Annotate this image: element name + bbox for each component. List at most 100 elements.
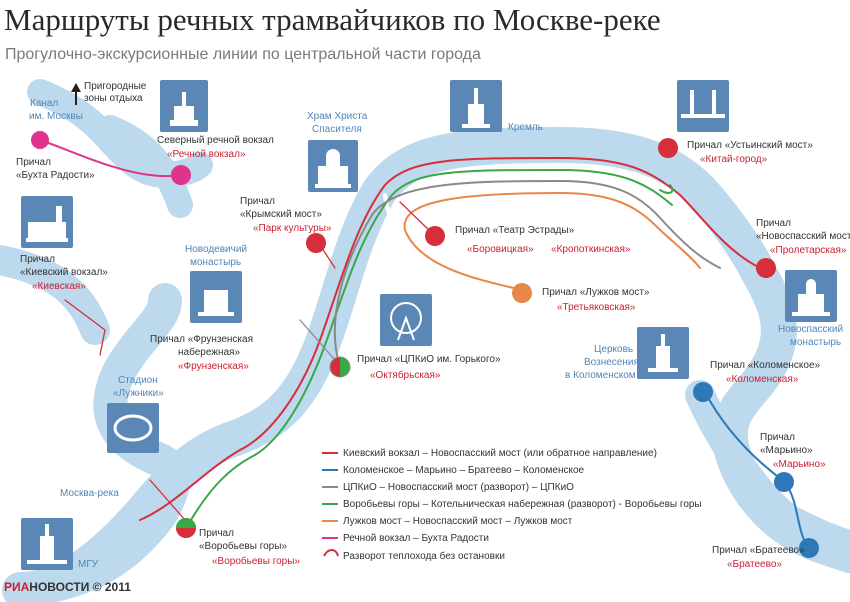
main-river (2, 127, 850, 602)
rechnoy-l1: Северный речной вокзал (157, 135, 274, 146)
tserkov-l3: в Коломенском (565, 370, 636, 381)
marino-l1: Причал (760, 432, 795, 443)
vorobyovy-l2: «Воробьевы горы» (199, 540, 287, 552)
kremlin-icon (450, 80, 502, 132)
luzhniki-l1: Стадион (118, 375, 158, 386)
kolomenskoe-l1: Причал «Коломенское» (710, 360, 821, 371)
pier-brateevo[interactable] (799, 538, 819, 558)
luzhniki-icon (107, 403, 159, 453)
landmark-labels: Храм Христа Спасителя Кремль Новодевичий… (78, 111, 843, 570)
landmark-icons (21, 80, 837, 570)
pier-ustinsky[interactable] (658, 138, 678, 158)
route-red (139, 157, 761, 521)
kievsky-metro: «Киевская» (32, 281, 86, 292)
tserkov-l1: Церковь (594, 344, 633, 355)
credit-year: © 2011 (92, 580, 131, 594)
page-subtitle: Прогулочно-экскурсионные линии по центра… (5, 46, 481, 63)
frunz-l2: набережная» (178, 346, 240, 358)
krymsky-l1: Причал (240, 196, 275, 207)
teatr-l1: Причал «Театр Эстрады» (455, 225, 575, 236)
pier-markers (31, 131, 819, 558)
brateevo-l1: Причал «Братеево» (712, 545, 805, 556)
credit: РИАНОВОСТИ © 2011 (4, 580, 131, 594)
pier-luzhkov[interactable] (512, 283, 532, 303)
luzhkov-metro: «Третьяковская» (557, 302, 636, 313)
tskio-metro: «Октябрьская» (370, 369, 441, 381)
brateevo-metro: «Братеево» (727, 559, 782, 570)
marino-l2: «Марьино» (760, 445, 813, 456)
kreml-label: Кремль (508, 122, 543, 133)
kievsky-l2: «Киевский вокзал» (20, 267, 108, 278)
luzhniki-l2: «Лужники» (113, 388, 164, 399)
novospassky-l2: «Новоспасский мост» (756, 231, 850, 242)
canal-label-1: Канал (30, 98, 58, 109)
legend-item-4: Лужков мост – Новоспасский мост – Лужков… (343, 516, 573, 527)
tskio-l1: Причал «ЦПКиО им. Горького» (357, 354, 501, 365)
suburban-label-2: зоны отдыха (84, 93, 143, 104)
pier-rechnoy[interactable] (171, 165, 191, 185)
khram-icon (308, 140, 358, 192)
legend-item-5: Речной вокзал – Бухта Радости (343, 533, 489, 544)
legend-item-1: Коломенское – Марьино – Братеево – Колом… (343, 465, 585, 476)
pier-marino[interactable] (774, 472, 794, 492)
frunz-l1: Причал «Фрунзенская (150, 334, 253, 345)
ferris-wheel-icon (380, 294, 432, 346)
bukhta-l2: «Бухта Радости» (16, 170, 95, 181)
luzhkov-l1: Причал «Лужков мост» (542, 287, 650, 298)
luzhniki-loop (3, 283, 191, 602)
frunz-metro: «Фрунзенская» (178, 361, 249, 372)
vorobyovy-metro: «Воробьевы горы» (212, 555, 300, 567)
pier-krymsky[interactable] (306, 233, 326, 253)
teatr-metro: «Боровицкая» (467, 244, 534, 255)
legend: Киевский вокзал – Новоспасский мост (или… (322, 447, 702, 562)
krymsky-metro: «Парк культуры» (253, 223, 332, 234)
north-arrow-icon (71, 83, 81, 105)
legend-item-2: ЦПКиО – Новоспасский мост (разворот) – Ц… (343, 482, 574, 493)
leader-tskio (299, 319, 336, 361)
novospassky-metro: «Пролетарская» (770, 245, 847, 256)
legend-item-6: Разворот теплохода без остановки (343, 550, 505, 562)
page-title: Маршруты речных трамвайчиков по Москве-р… (4, 2, 661, 37)
credit-novosti: НОВОСТИ (29, 580, 90, 594)
khram-l1: Храм Христа (307, 111, 368, 122)
leader-kievsky (64, 299, 106, 356)
pier-novospassky[interactable] (756, 258, 776, 278)
tserkov-l2: Вознесения (584, 357, 639, 368)
krymsky-l2: «Крымский мост» (240, 209, 322, 220)
route-gray (333, 180, 721, 368)
canal-label-2: им. Москвы (29, 111, 83, 122)
novospassky-mon-l1: Новоспасский (778, 324, 843, 335)
teatr-metro2: «Кропоткинская» (551, 244, 631, 255)
novodevichy-l2: монастырь (190, 257, 241, 268)
leader-vorobyovy (149, 479, 186, 521)
novospassky-mon-l2: монастырь (790, 337, 841, 348)
turnaround-hook (659, 184, 674, 194)
suburban-label-1: Пригородные (84, 81, 147, 92)
inner-channel (383, 193, 692, 272)
pier-labels: Причал «Бухта Радости» Северный речной в… (16, 135, 850, 570)
pier-tskio[interactable] (329, 356, 351, 378)
pier-kolomenskoe[interactable] (693, 382, 713, 402)
marino-metro: «Марьино» (773, 459, 826, 470)
pier-vorobyovy[interactable] (176, 518, 196, 538)
mgu-label: МГУ (78, 559, 99, 570)
bukhta-l1: Причал (16, 157, 51, 168)
khram-l2: Спасителя (312, 124, 362, 135)
kievsky-l1: Причал (20, 254, 55, 265)
pier-bukhta[interactable] (31, 131, 49, 149)
ustinsky-metro: «Китай-город» (700, 154, 768, 165)
rechnoy-icon (160, 80, 208, 132)
kiev-station-icon (21, 196, 73, 248)
turnaround-icon (323, 549, 339, 557)
novodevichy-l1: Новодевичий (185, 244, 247, 255)
bottom-branch (685, 380, 850, 560)
rechnoy-metro: «Речной вокзал» (167, 149, 246, 160)
legend-item-0: Киевский вокзал – Новоспасский мост (или… (343, 447, 657, 459)
vorobyovy-l1: Причал (199, 528, 234, 539)
canal-river-upper (97, 115, 193, 218)
credit-ria: РИА (4, 580, 30, 594)
pier-teatr[interactable] (425, 226, 445, 246)
novospassky-icon (785, 270, 837, 322)
bridge-icon (677, 80, 729, 132)
